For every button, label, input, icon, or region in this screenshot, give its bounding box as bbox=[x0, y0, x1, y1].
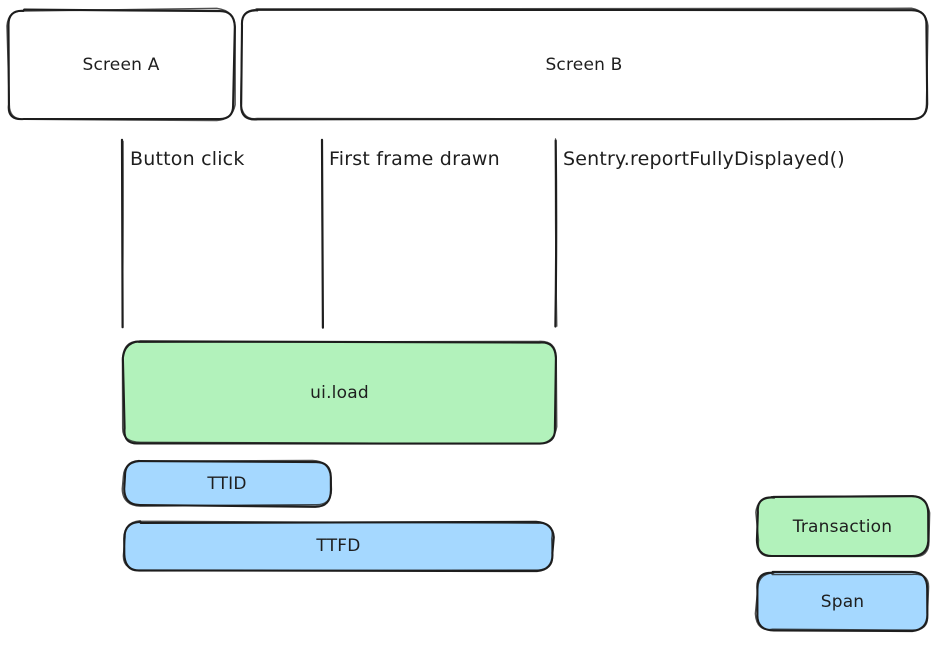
legend-span-fill bbox=[756, 573, 929, 631]
legend-span-outline-2 bbox=[754, 571, 930, 631]
screen-a-box[interactable] bbox=[6, 7, 236, 122]
screen-b-box-outline-2 bbox=[240, 7, 929, 121]
bar-ttfd[interactable] bbox=[122, 520, 555, 573]
bar-ttid-fill bbox=[124, 461, 331, 506]
legend-transaction-outline-2 bbox=[755, 495, 931, 558]
legend-span[interactable] bbox=[754, 570, 930, 633]
marker-first-frame-line-stroke-2 bbox=[321, 140, 324, 328]
screen-b-box-outline-1 bbox=[240, 8, 929, 121]
marker-button-click-line-stroke-2 bbox=[121, 140, 124, 327]
screen-a-box-outline-2 bbox=[6, 7, 236, 122]
screen-b-box[interactable] bbox=[240, 7, 929, 121]
marker-first-frame-line bbox=[320, 138, 324, 329]
bar-ui-load-fill bbox=[124, 341, 556, 445]
bar-ttfd-outline-2 bbox=[122, 520, 554, 572]
bar-ui-load[interactable] bbox=[121, 340, 558, 445]
bar-ui-load-outline-2 bbox=[121, 340, 558, 445]
bar-ttfd-fill bbox=[123, 521, 554, 571]
legend-span-outline-1 bbox=[756, 570, 929, 633]
bar-ttid[interactable] bbox=[121, 459, 333, 508]
marker-fully-displayed-line bbox=[554, 138, 558, 328]
legend-transaction-fill bbox=[756, 496, 929, 558]
marker-button-click-line bbox=[120, 138, 124, 329]
marker-fully-displayed-line-stroke-2 bbox=[554, 138, 558, 327]
legend-transaction[interactable] bbox=[755, 495, 931, 558]
bar-ttid-outline-2 bbox=[121, 459, 333, 507]
screen-a-box-outline-1 bbox=[7, 8, 236, 121]
